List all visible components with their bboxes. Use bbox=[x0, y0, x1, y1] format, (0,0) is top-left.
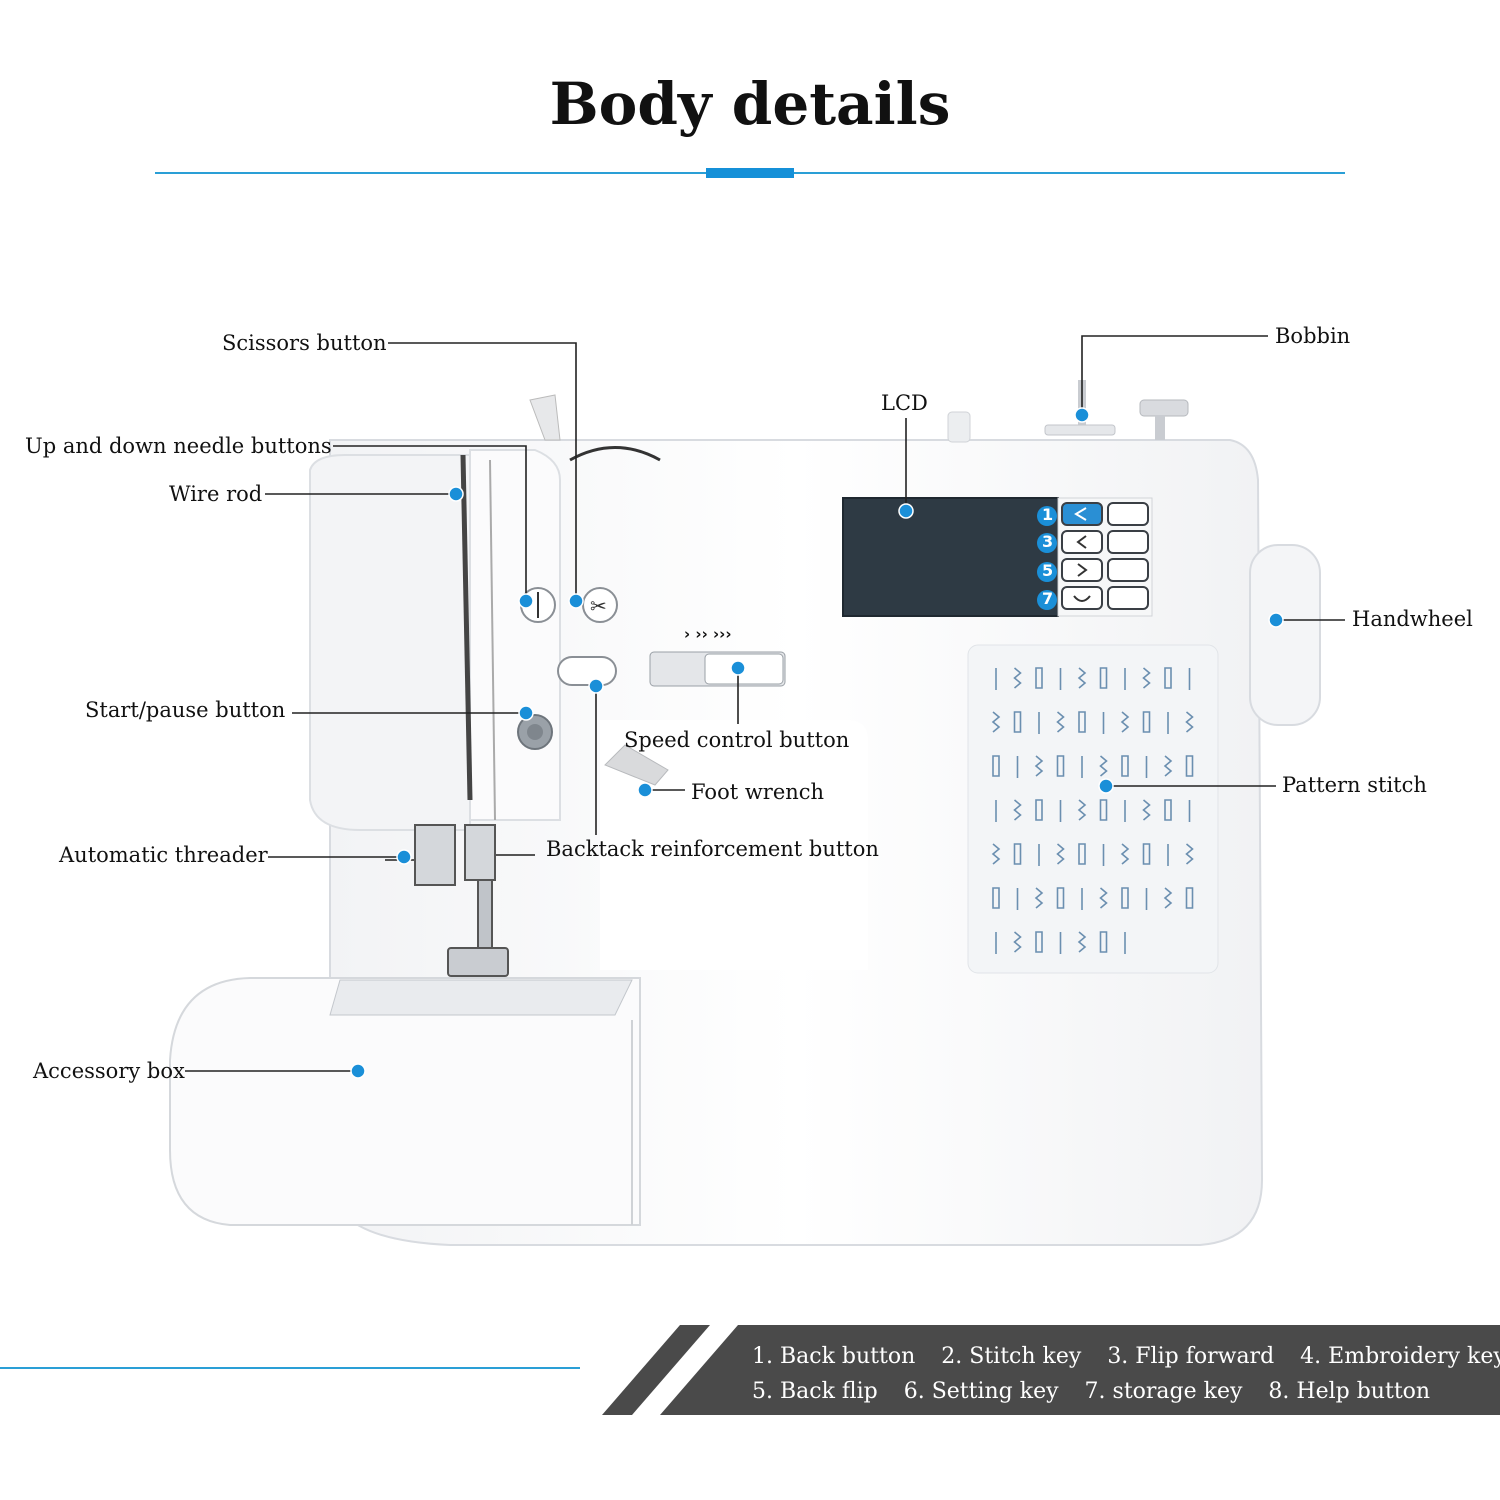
key-badge-1: 1 bbox=[1042, 505, 1054, 524]
label-speed-control-button: Speed control button bbox=[624, 728, 850, 752]
stitch-symbol bbox=[1099, 931, 1108, 953]
stitch-symbol bbox=[1099, 887, 1108, 909]
stitch-symbol bbox=[1099, 799, 1108, 821]
label-wire-rod: Wire rod bbox=[169, 482, 263, 506]
arm-opening bbox=[600, 720, 868, 970]
stitch-symbol bbox=[1121, 755, 1129, 777]
stitch-symbol bbox=[1035, 667, 1043, 689]
pattern-stitch-panel bbox=[967, 644, 1219, 974]
backtack-button-shape bbox=[557, 656, 617, 686]
stitch-symbol bbox=[1099, 667, 1108, 689]
stitch-symbol bbox=[1034, 887, 1044, 909]
legend-item: 1. Back button bbox=[752, 1344, 916, 1369]
legend-banner bbox=[602, 1325, 1500, 1415]
key-number-badges bbox=[1037, 506, 1057, 610]
stitch-symbol bbox=[991, 843, 1001, 865]
key-badge-3: 3 bbox=[1042, 532, 1054, 551]
stitch-symbol bbox=[1164, 667, 1172, 689]
label-foot-wrench: Foot wrench bbox=[691, 780, 825, 804]
stitch-symbol bbox=[1142, 711, 1151, 733]
stitch-symbol bbox=[1120, 711, 1130, 733]
scissors-button-shape bbox=[582, 587, 618, 623]
stitch-symbol bbox=[1185, 711, 1194, 733]
stitch-symbol bbox=[1185, 887, 1194, 909]
label-backtack-reinforcement-button: Backtack reinforcement button bbox=[546, 837, 879, 861]
stitch-symbol bbox=[1013, 667, 1022, 689]
stitch-symbol bbox=[1013, 843, 1022, 865]
banner-rule bbox=[0, 1367, 580, 1369]
legend-item: 2. Stitch key bbox=[941, 1344, 1082, 1369]
stitch-symbol bbox=[1013, 711, 1022, 733]
legend-row-1: 1. Back button 2. Stitch key 3. Flip forwa… bbox=[752, 1346, 1500, 1368]
stitch-symbol bbox=[1185, 843, 1194, 865]
label-lcd: LCD bbox=[881, 391, 928, 415]
label-accessory-box: Accessory box bbox=[33, 1059, 185, 1083]
foot-wrench-shape bbox=[604, 744, 669, 786]
page-title: Body details bbox=[549, 70, 951, 138]
callout-lines bbox=[185, 335, 1345, 1072]
legend-item: 3. Flip forward bbox=[1107, 1344, 1275, 1369]
wire-rod-shape bbox=[460, 454, 473, 801]
stitch-symbol bbox=[1163, 887, 1173, 909]
key-badge-5: 5 bbox=[1042, 561, 1054, 580]
needle-plate bbox=[329, 979, 633, 1016]
stitch-symbol bbox=[1163, 755, 1173, 777]
stitch-symbol bbox=[1013, 931, 1022, 953]
handwheel-shape bbox=[1249, 544, 1321, 726]
stitch-symbol bbox=[1164, 799, 1172, 821]
stitch-symbol bbox=[1056, 755, 1065, 777]
front-cover bbox=[469, 449, 561, 821]
stitch-symbol bbox=[1142, 843, 1151, 865]
keypad-keys bbox=[1061, 502, 1149, 610]
legend-row-2: 5. Back flip 6. Setting key 7. storage key… bbox=[752, 1381, 1430, 1403]
legend-item: 6. Setting key bbox=[903, 1379, 1059, 1404]
stitch-symbol bbox=[1120, 843, 1130, 865]
stitch-symbol bbox=[1142, 799, 1151, 821]
label-handwheel: Handwheel bbox=[1352, 607, 1473, 631]
svg-text:✂: ✂ bbox=[590, 594, 607, 618]
title-accent-bar bbox=[706, 168, 794, 178]
label-bobbin: Bobbin bbox=[1275, 324, 1351, 348]
legend-item: 5. Back flip bbox=[752, 1379, 878, 1404]
label-start-pause-button: Start/pause button bbox=[85, 698, 286, 722]
label-up-down-needle-buttons: Up and down needle buttons bbox=[25, 434, 332, 458]
speed-marks: › ›› ››› bbox=[684, 625, 732, 643]
stitch-symbol bbox=[1056, 711, 1065, 733]
presser-foot bbox=[385, 824, 535, 977]
head-left bbox=[309, 454, 471, 831]
stitch-symbol bbox=[991, 711, 1001, 733]
legend-item: 4. Embroidery key bbox=[1300, 1344, 1500, 1369]
stitch-symbol bbox=[1121, 887, 1129, 909]
stitch-symbol bbox=[1077, 799, 1087, 821]
lcd-screen bbox=[842, 497, 1059, 617]
label-pattern-stitch: Pattern stitch bbox=[1282, 773, 1427, 797]
label-scissors-button: Scissors button bbox=[222, 331, 387, 355]
stitch-symbol bbox=[1078, 711, 1086, 733]
stitch-symbol bbox=[1056, 887, 1065, 909]
key-badge-7: 7 bbox=[1042, 589, 1054, 608]
stitch-symbol bbox=[1185, 755, 1194, 777]
legend-item: 8. Help button bbox=[1268, 1379, 1431, 1404]
stitch-symbol bbox=[1056, 843, 1065, 865]
stitch-symbol bbox=[1035, 799, 1043, 821]
stitch-symbol bbox=[1034, 755, 1044, 777]
label-automatic-threader: Automatic threader bbox=[59, 843, 268, 867]
callout-dots bbox=[350, 407, 1284, 1079]
stitch-symbol bbox=[1013, 799, 1022, 821]
stitch-symbol bbox=[992, 887, 1000, 909]
accessory-box-shape bbox=[169, 977, 641, 1226]
legend-item: 7. storage key bbox=[1084, 1379, 1243, 1404]
stitch-symbol bbox=[1077, 931, 1087, 953]
stitch-symbol bbox=[1078, 843, 1086, 865]
stitch-symbol bbox=[1077, 667, 1087, 689]
stitch-symbol bbox=[1035, 931, 1043, 953]
stitch-symbol bbox=[992, 755, 1000, 777]
stitch-symbol bbox=[1099, 755, 1108, 777]
stitch-symbol bbox=[1142, 667, 1151, 689]
